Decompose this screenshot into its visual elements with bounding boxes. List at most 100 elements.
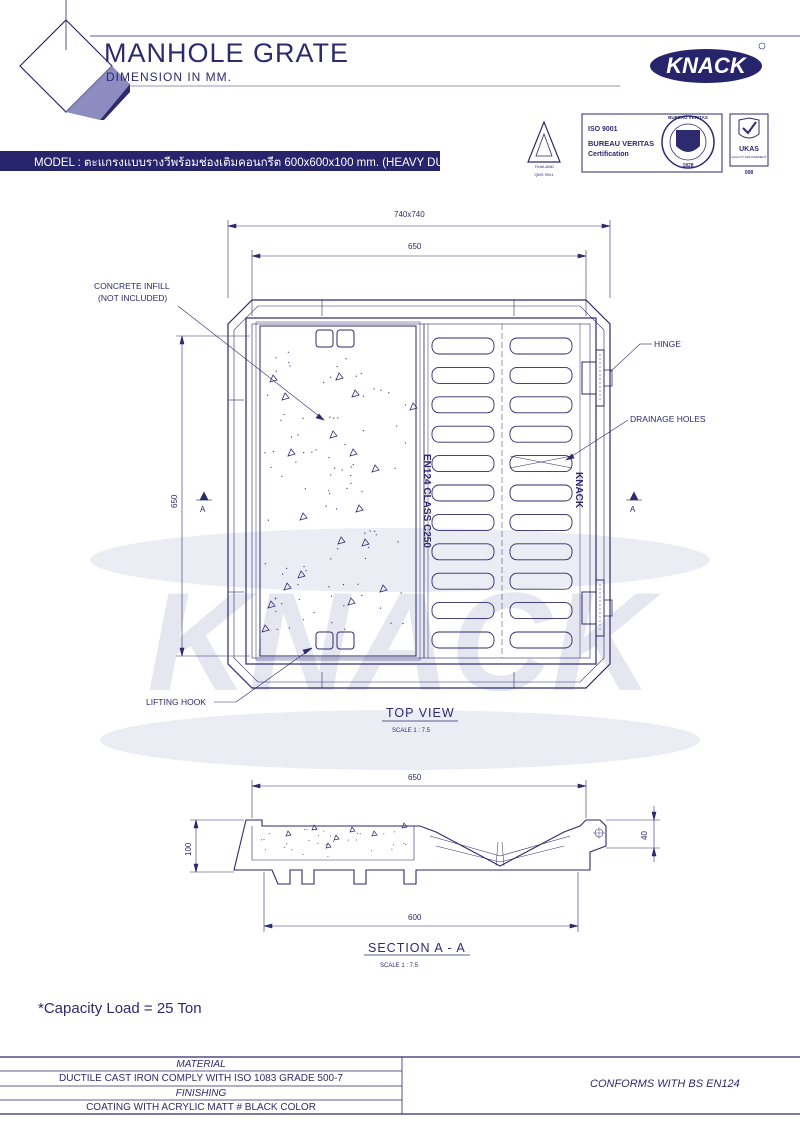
grate-slot [431,366,495,384]
svg-text:BUREAU VERITAS: BUREAU VERITAS [588,139,654,148]
section-concrete-specks [260,822,408,858]
section-dot [283,846,285,848]
section-dot [291,849,293,851]
concrete-aggregate [287,448,296,457]
concrete-dot [283,414,285,416]
concrete-dot [275,370,277,372]
concrete-dot [379,607,382,609]
concrete-aggregate [347,597,356,606]
section-dot [308,840,310,842]
grate-slot [431,425,495,443]
concrete-dot [289,365,291,367]
grate-slot [431,337,495,355]
section-aggregate [325,842,332,849]
concrete-dot [295,461,297,463]
casting-brand-text: KNACK [573,472,584,509]
concrete-dot [355,375,357,377]
concrete-dot [288,361,290,364]
top-view-dimensions [176,220,642,657]
concrete-dot [328,490,330,492]
knack-logo: KNACK [650,42,766,83]
dim-height-label: 650 [170,494,179,508]
concrete-dot [404,404,407,406]
concrete-dot [297,583,299,586]
concrete-aggregate [267,600,276,609]
grate-slot [509,425,573,443]
grate-slot [509,396,573,414]
section-dot [286,843,288,845]
concrete-dot [344,443,346,446]
concrete-dot [357,583,359,585]
label-hinge: HINGE [654,339,681,349]
drainage-hole-mark [509,455,573,469]
concrete-dot [360,372,362,375]
top-view [227,299,611,689]
section-title: SECTION A - A [368,941,466,955]
concrete-aggregate [335,372,344,381]
grate-slot [509,484,573,502]
concrete-dot [352,463,354,466]
grate-slot [509,543,573,561]
concrete-dot [380,389,382,391]
section-dot [317,842,319,844]
concrete-dot [281,475,283,477]
concrete-dot [400,592,402,594]
label-lifting-hook: LIFTING HOOK [146,697,206,707]
section-dot [327,856,329,858]
concrete-aggregate [361,538,370,547]
concrete-dot [315,449,317,451]
concrete-dot [402,622,404,625]
concrete-dot [330,474,332,476]
watermark: KNACK [90,528,710,770]
grate-slot [509,602,573,620]
concrete-dot [275,357,277,359]
svg-text:ISO 9001: ISO 9001 [588,126,618,133]
section-aggregate [349,826,356,833]
concrete-dot [368,546,370,548]
concrete-dot [302,619,305,621]
concrete-dot [331,622,333,624]
section-dot [263,838,265,840]
section-dot [330,835,332,837]
section-dot [355,839,357,841]
label-not-included: (NOT INCLUDED) [98,293,168,303]
concrete-aggregate [349,448,358,457]
section-dot [347,839,349,841]
section-aggregate [401,822,408,829]
section-aggregate [371,830,378,837]
grate-slot [509,337,573,355]
svg-text:Certification: Certification [588,151,629,158]
concrete-dot [396,425,398,427]
concrete-dot [264,452,266,454]
concrete-dot [313,611,315,614]
conforms-note: CONFORMS WITH BS EN124 [590,1078,740,1090]
watermark-text: KNACK [147,563,661,720]
concrete-dot [274,598,277,600]
concrete-aggregate [409,402,418,411]
grate-slot [509,366,573,384]
concrete-dot [329,416,331,418]
casting-class-text: EN124 CLASS C250 [421,454,432,548]
svg-text:BUREAU VERITAS: BUREAU VERITAS [668,115,708,120]
concrete-dot [397,541,399,543]
concrete-dot [303,452,305,454]
concrete-dot [303,566,305,568]
section-dot [325,843,327,845]
concrete-aggregate [355,504,364,513]
concrete-dot [330,595,333,597]
section-dot [356,832,358,834]
concrete-dot [342,584,345,586]
hinges [581,349,613,637]
grate-slot [431,513,495,531]
grate-slot [431,572,495,590]
section-dot [391,848,393,850]
section-dot [371,850,373,852]
concrete-dot [333,417,335,419]
section-aggregate [285,830,292,837]
concrete-aggregate [337,536,346,545]
concrete-dot [275,610,277,612]
concrete-dot [288,627,290,629]
concrete-dot [311,451,313,453]
concrete-dot [264,563,266,565]
